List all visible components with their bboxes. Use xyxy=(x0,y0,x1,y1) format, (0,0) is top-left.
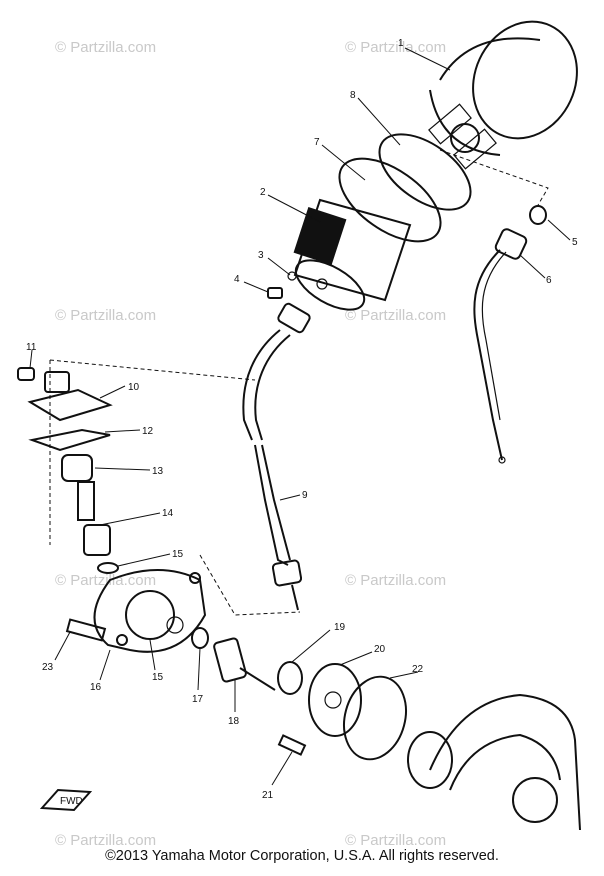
callout-17: 17 xyxy=(192,694,204,705)
callout-15: 15 xyxy=(152,672,164,683)
part-15-washer xyxy=(97,562,119,574)
callout-2: 2 xyxy=(260,187,266,198)
callout-9: 9 xyxy=(302,490,308,501)
crankcase-fragment xyxy=(407,693,581,831)
part-19-collar xyxy=(277,661,303,695)
watermark-text: © Partzilla.com xyxy=(345,572,446,589)
dashed-boundary xyxy=(49,359,301,616)
watermark-text: © Partzilla.com xyxy=(345,832,446,849)
part-3-washer xyxy=(287,271,297,281)
part-12-gasket xyxy=(28,428,111,452)
dashed-connector xyxy=(439,149,549,206)
part-14-driven-gear xyxy=(77,481,111,556)
watermark-text: © Partzilla.com xyxy=(345,39,446,56)
callout-13: 13 xyxy=(152,466,164,477)
leader-lines xyxy=(29,47,571,786)
watermark-text: © Partzilla.com xyxy=(55,832,156,849)
part-18-drive-gear xyxy=(213,637,276,691)
part-4-screw xyxy=(267,287,283,299)
part-1-meter-housing xyxy=(428,20,578,170)
watermark-layer: © Partzilla.com © Partzilla.com © Partzi… xyxy=(55,39,446,849)
callout-7: 7 xyxy=(314,137,320,148)
callout-20: 20 xyxy=(374,644,386,655)
callout-14: 14 xyxy=(162,508,174,519)
watermark-text: © Partzilla.com xyxy=(345,307,446,324)
part-10-cover xyxy=(27,371,113,422)
part-11-bolt xyxy=(17,367,35,381)
callout-6: 6 xyxy=(546,275,552,286)
part-7-ring xyxy=(338,157,442,243)
callout-10: 10 xyxy=(128,382,140,393)
callout-4: 4 xyxy=(234,274,240,285)
part-17-ring xyxy=(191,627,209,649)
callout-22: 22 xyxy=(412,664,424,675)
part-13-bushing xyxy=(61,454,93,482)
callout-11: 11 xyxy=(26,342,37,353)
part-23-bolt xyxy=(65,618,107,642)
callout-15: 15 xyxy=(172,549,184,560)
fwd-arrow-icon: FWD xyxy=(39,788,93,812)
part-20-rotor xyxy=(308,663,362,737)
watermark-text: © Partzilla.com xyxy=(55,572,156,589)
part-6-socket-cord xyxy=(473,228,528,464)
fwd-label: FWD xyxy=(60,796,83,807)
part-8-gasket xyxy=(378,133,472,211)
callout-19: 19 xyxy=(334,622,346,633)
part-5-bulb xyxy=(529,205,547,225)
callout-21: 21 xyxy=(262,790,274,801)
callout-3: 3 xyxy=(258,250,264,261)
copyright-notice: ©2013 Yamaha Motor Corporation, U.S.A. A… xyxy=(105,848,499,864)
part-22-o-ring xyxy=(343,675,407,761)
callout-16: 16 xyxy=(90,682,102,693)
callout-1: 1 xyxy=(398,38,404,49)
watermark-text: © Partzilla.com xyxy=(55,307,156,324)
callout-23: 23 xyxy=(42,662,54,673)
callout-5: 5 xyxy=(572,237,578,248)
part-2-meter-case xyxy=(293,198,412,311)
callout-12: 12 xyxy=(142,426,154,437)
part-16-pump-body xyxy=(93,569,207,653)
callout-8: 8 xyxy=(350,90,356,101)
callout-18: 18 xyxy=(228,716,240,727)
part-9-meter-cable xyxy=(242,302,311,611)
callout-labels: 1 2 3 4 5 6 7 8 9 10 11 12 13 14 15 15 1… xyxy=(26,38,578,801)
part-21-screw xyxy=(277,734,307,756)
watermark-text: © Partzilla.com xyxy=(55,39,156,56)
